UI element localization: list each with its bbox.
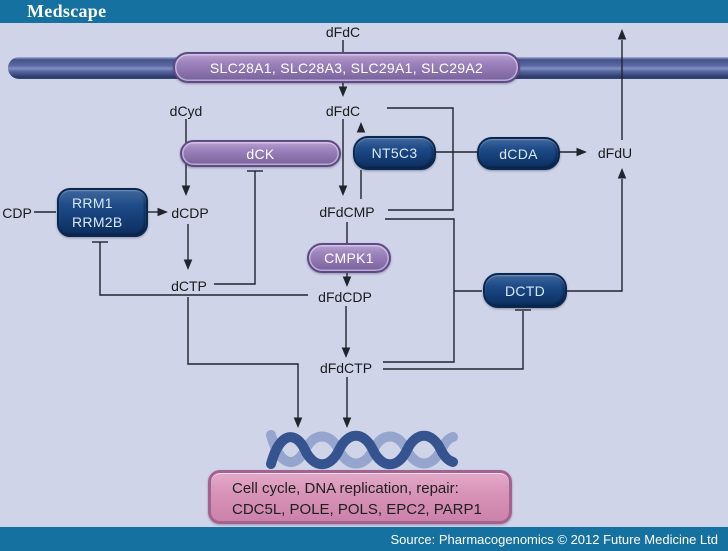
label-dfdctp: dFdCTP [319,360,373,376]
effects-box: Cell cycle, DNA replication, repair: CDC… [208,470,512,524]
enzyme-rrm: RRM1 RRM2B [57,188,148,237]
enzyme-slc-transporters: SLC28A1, SLC28A3, SLC29A1, SLC29A2 [173,52,520,83]
enzyme-rrm1-label: RRM1 [72,194,113,211]
arrowheads [157,29,627,428]
label-dcyd: dCyd [169,103,203,119]
source-bar: Source: Pharmacogenomics © 2012 Future M… [0,527,728,551]
effects-line1: Cell cycle, DNA replication, repair: [232,480,459,497]
dna-helix-icon [266,430,458,470]
medscape-logo: Medscape [27,1,107,21]
enzyme-dck: dCK [180,140,341,167]
label-dfdcdp: dFdCDP [318,289,372,305]
enzyme-dcda: dCDA [477,137,560,170]
label-dfdc-extracellular: dFdC [325,24,361,40]
enzyme-rrm2b-label: RRM2B [72,213,123,230]
enzyme-dctd: DCTD [483,273,567,308]
source-text: Source: Pharmacogenomics © 2012 Future M… [390,531,718,547]
label-dfdcmp: dFdCMP [319,204,375,220]
label-cdp: CDP [2,205,32,221]
enzyme-cmpk1: CMPK1 [307,243,391,273]
effects-line2: CDC5L, POLE, POLS, EPC2, PARP1 [232,501,482,518]
label-dfdc-intracellular: dFdC [325,103,361,119]
enzyme-nt5c3: NT5C3 [353,136,436,170]
label-dfdu: dFdU [597,145,633,161]
top-banner [0,0,728,23]
label-dctp: dCTP [171,278,207,294]
label-dcdp: dCDP [171,205,209,221]
